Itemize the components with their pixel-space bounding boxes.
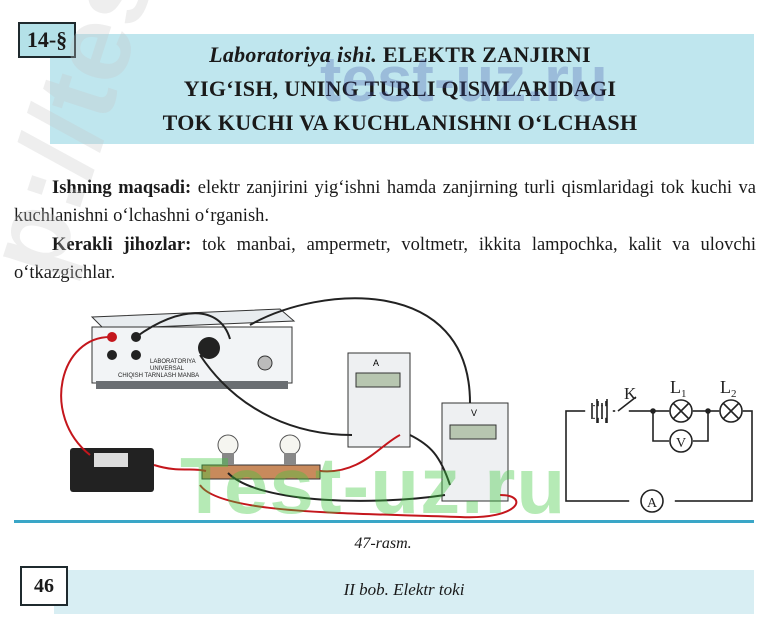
title-line1-text: ELEKTR ZANJIRNI: [382, 42, 591, 67]
figure-rule: [14, 520, 754, 523]
equipment-label: Kerakli jihozlar:: [52, 235, 192, 255]
title-line-3: TOK KUCHI VA KUCHLANISHNI O‘LCHASH: [162, 110, 638, 135]
title-line-1: Laboratoriya ishi. ELEKTR ZANJIRNI: [80, 38, 720, 72]
schematic-lamp1-label: L1: [670, 377, 687, 400]
figure-caption: 47-rasm.: [354, 535, 412, 552]
ammeter-device-symbol: A: [373, 358, 379, 368]
wires: [60, 297, 518, 519]
schematic-key-label: K: [624, 384, 637, 403]
schematic-labels: K L1 L2 V A: [624, 377, 737, 511]
schematic-lamp2-label: L2: [720, 377, 737, 400]
equipment-paragraph: Kerakli jihozlar: tok manbai, ampermetr,…: [14, 231, 756, 287]
header-band: [50, 34, 754, 144]
schematic-ammeter-symbol: A: [647, 496, 658, 511]
goal-paragraph: Ishning maqsadi: elektr zanjirini yig‘is…: [14, 174, 756, 230]
power-supply-label: LABORATORIYA UNIVERSAL CHIQISH TARNLASH …: [118, 359, 199, 379]
title-line-2: YIG‘ISH, UNING TURLI QISMLARIDAGI: [183, 76, 617, 101]
equipment-text: tok manbai, ampermetr, voltmetr, ikkita …: [14, 235, 756, 283]
page-number: 46: [20, 566, 68, 606]
schematic-voltmeter-symbol: V: [676, 436, 686, 451]
voltmeter-device: V: [441, 402, 509, 502]
goal-label: Ishning maqsadi:: [52, 178, 192, 198]
section-badge: 14-§: [18, 22, 76, 58]
circuit-schematic: [565, 396, 753, 513]
voltmeter-device-symbol: V: [471, 408, 477, 418]
page-title: Laboratoriya ishi. ELEKTR ZANJIRNI YIG‘I…: [80, 38, 720, 140]
ammeter-device: A: [347, 352, 411, 448]
circuit-figure: LABORATORIYA UNIVERSAL CHIQISH TARNLASH …: [60, 297, 753, 519]
switch-device: [70, 448, 154, 492]
chapter-title: II bob. Elektr toki: [343, 580, 465, 599]
lamp-board: [201, 434, 321, 480]
footer-band: [54, 570, 754, 614]
title-lead: Laboratoriya ishi.: [209, 42, 378, 67]
power-supply: LABORATORIYA UNIVERSAL CHIQISH TARNLASH …: [90, 308, 296, 389]
goal-text: elektr zanjirini yig‘ishni hamda zanjirn…: [14, 178, 756, 226]
